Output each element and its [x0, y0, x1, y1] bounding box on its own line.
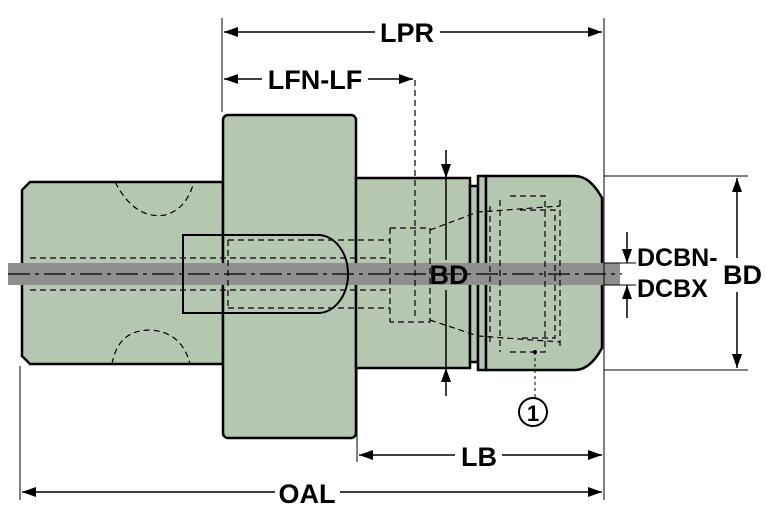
callout-circle — [518, 397, 548, 427]
dimension-lpr — [224, 27, 602, 37]
label-dcbn: DCBN- — [637, 244, 718, 272]
dimension-oal — [22, 487, 602, 497]
label-lfn-lf: LFN-LF — [268, 65, 362, 95]
dimension-dcbn-dcbx — [604, 232, 636, 318]
label-dcbx: DCBX — [637, 275, 708, 303]
label-oal: OAL — [279, 479, 336, 509]
dimension-bd-inner — [441, 150, 451, 396]
hidden-lines — [30, 80, 561, 365]
label-lb: LB — [461, 442, 497, 472]
dimension-lb — [359, 450, 602, 460]
label-bd-outer: BD — [723, 260, 762, 290]
extension-lines — [19, 18, 748, 500]
callout-number: 1 — [527, 401, 539, 426]
callout-leader-dot — [533, 350, 537, 354]
label-lpr: LPR — [380, 18, 434, 48]
dimension-lfn-lf — [224, 74, 413, 84]
internal-pilot — [182, 234, 349, 314]
label-bd-inner: BD — [430, 260, 469, 290]
dimension-bd-outer — [732, 178, 742, 368]
